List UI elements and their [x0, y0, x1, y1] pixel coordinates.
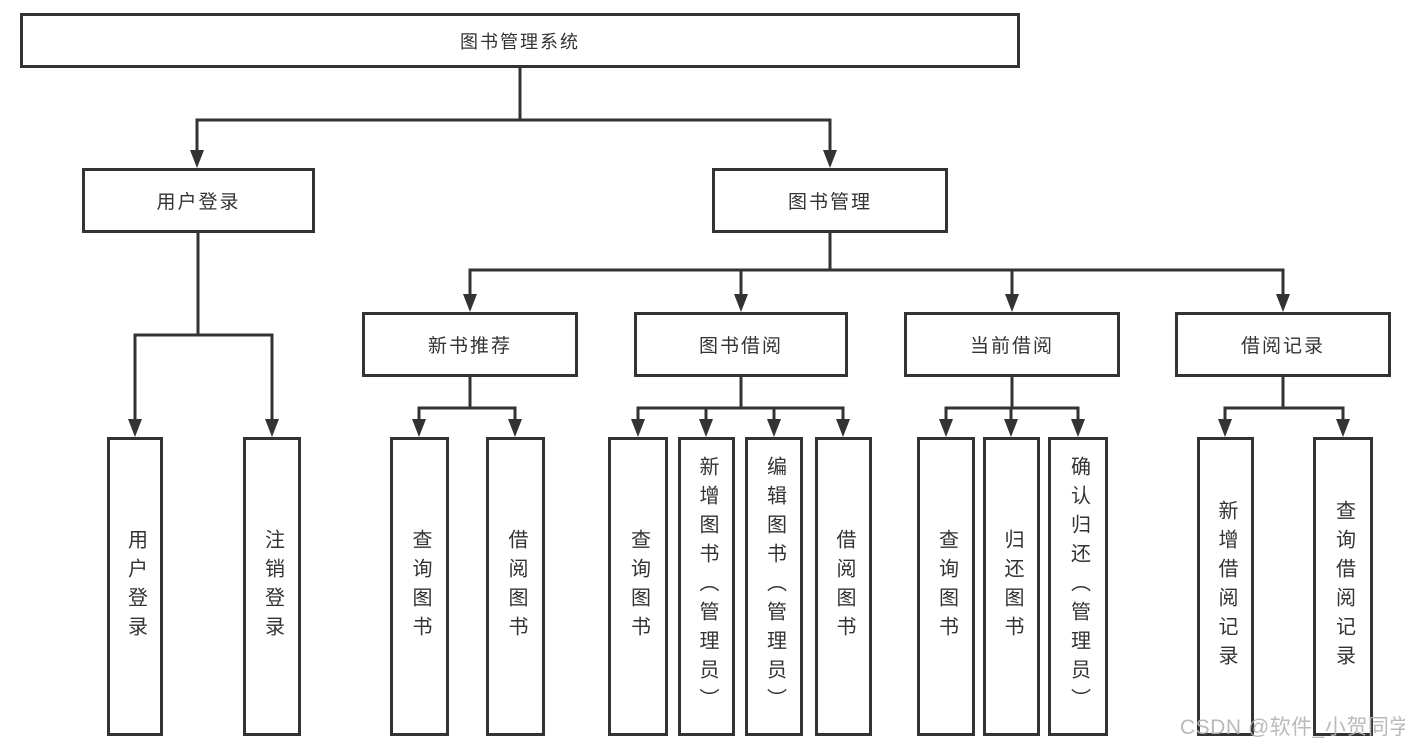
node-root: 图书管理系统	[20, 13, 1020, 68]
node-new-book-recommend: 新书推荐	[362, 312, 578, 377]
node-user-login: 用户登录	[82, 168, 315, 233]
leaf-logout-label: 注销登录	[261, 528, 284, 645]
leaf-query-books-current: 查询图书	[917, 437, 975, 736]
leaf-add-borrow-record: 新增借阅记录	[1197, 437, 1254, 736]
node-book-management-label: 图书管理	[787, 192, 872, 213]
leaf-user-login: 用户登录	[107, 437, 163, 736]
leaf-query-books-recommend-label: 查询图书	[409, 528, 431, 645]
node-book-borrowing: 图书借阅	[634, 312, 848, 377]
leaf-confirm-return-admin: 确认归还（管理员）	[1048, 437, 1108, 736]
node-current-borrowing-label: 当前借阅	[969, 336, 1054, 357]
leaf-borrow-books-recommend: 借阅图书	[486, 437, 545, 736]
node-current-borrowing: 当前借阅	[904, 312, 1120, 377]
leaf-borrow-books-recommend-label: 借阅图书	[505, 528, 527, 645]
node-book-borrowing-label: 图书借阅	[698, 336, 783, 357]
leaf-add-books-admin: 新增图书（管理员）	[678, 437, 735, 736]
leaf-query-books-borrowing: 查询图书	[608, 437, 668, 736]
node-borrowing-records: 借阅记录	[1175, 312, 1391, 377]
node-new-book-recommend-label: 新书推荐	[427, 336, 512, 357]
leaf-query-books-current-label: 查询图书	[935, 528, 958, 645]
node-book-management: 图书管理	[712, 168, 948, 233]
leaf-return-books: 归还图书	[983, 437, 1040, 736]
node-borrowing-records-label: 借阅记录	[1240, 336, 1325, 357]
leaf-edit-books-admin: 编辑图书（管理员）	[745, 437, 803, 736]
leaf-add-borrow-record-label: 新增借阅记录	[1215, 499, 1237, 674]
leaf-add-books-admin-label: 新增图书（管理员）	[696, 456, 718, 717]
node-root-label: 图书管理系统	[460, 31, 580, 52]
leaf-return-books-label: 归还图书	[1001, 528, 1023, 645]
leaf-borrow-books-label: 借阅图书	[833, 528, 855, 645]
watermark: CSDN @软件_小贺同学	[1180, 716, 1405, 739]
leaf-confirm-return-admin-label: 确认归还（管理员）	[1067, 456, 1090, 717]
leaf-query-books-borrowing-label: 查询图书	[627, 528, 650, 645]
leaf-edit-books-admin-label: 编辑图书（管理员）	[763, 456, 786, 717]
leaf-query-borrow-record: 查询借阅记录	[1313, 437, 1373, 736]
node-user-login-label: 用户登录	[156, 192, 241, 213]
leaf-logout: 注销登录	[243, 437, 301, 736]
leaf-borrow-books: 借阅图书	[815, 437, 872, 736]
leaf-query-borrow-record-label: 查询借阅记录	[1332, 499, 1355, 674]
leaf-query-books-recommend: 查询图书	[390, 437, 449, 736]
leaf-user-login-label: 用户登录	[124, 528, 147, 645]
